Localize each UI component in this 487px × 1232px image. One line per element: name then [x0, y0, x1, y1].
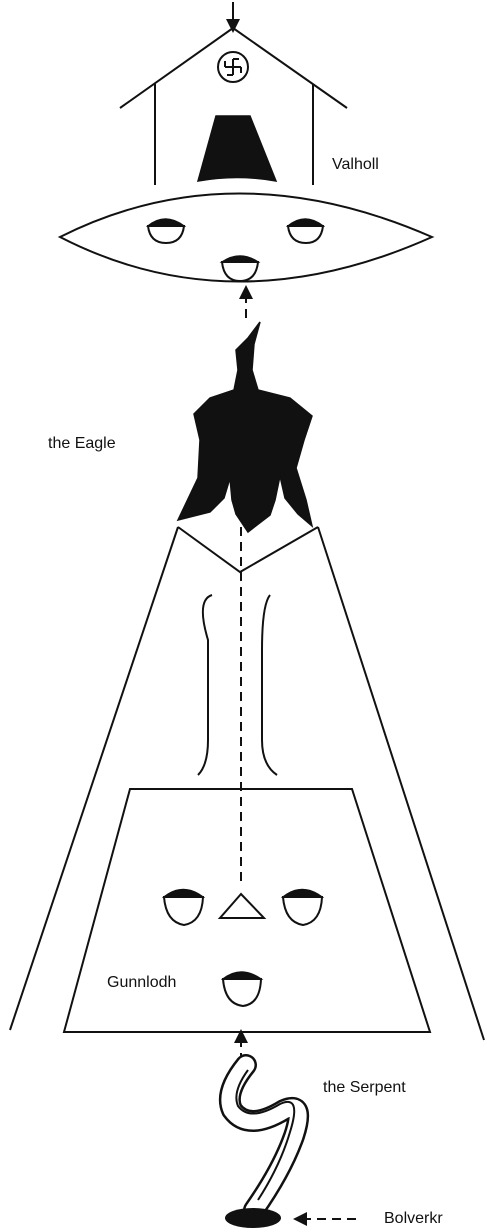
label-valholl: Valholl — [332, 156, 379, 173]
eagle-icon — [178, 322, 312, 532]
cup-icon — [288, 219, 323, 243]
label-bolverkr: Bolverkr — [384, 1210, 443, 1227]
valholl-dish — [60, 194, 432, 282]
cup-icon — [283, 890, 322, 926]
mountain-left-edge — [10, 527, 178, 1030]
cup-icon — [223, 972, 261, 1006]
serpent-tail — [225, 1208, 281, 1228]
serpent-icon — [225, 1065, 298, 1228]
triangle-icon — [220, 894, 264, 918]
cup-icon — [222, 256, 258, 281]
cup-icon — [148, 219, 184, 243]
hall-doorway — [198, 116, 276, 181]
valholl-hall — [120, 2, 347, 185]
swastika-icon — [218, 52, 248, 82]
label-serpent: the Serpent — [323, 1079, 406, 1096]
gunnlodh-cave — [64, 789, 430, 1032]
channel-right — [262, 595, 277, 775]
channel-left — [198, 595, 212, 775]
mountain-right-edge — [318, 527, 484, 1040]
mountain-notch — [178, 527, 318, 572]
mountain — [10, 527, 484, 1040]
label-gunnlodh: Gunnlodh — [107, 974, 176, 991]
cup-icon — [164, 890, 203, 926]
label-eagle: the Eagle — [48, 435, 116, 452]
